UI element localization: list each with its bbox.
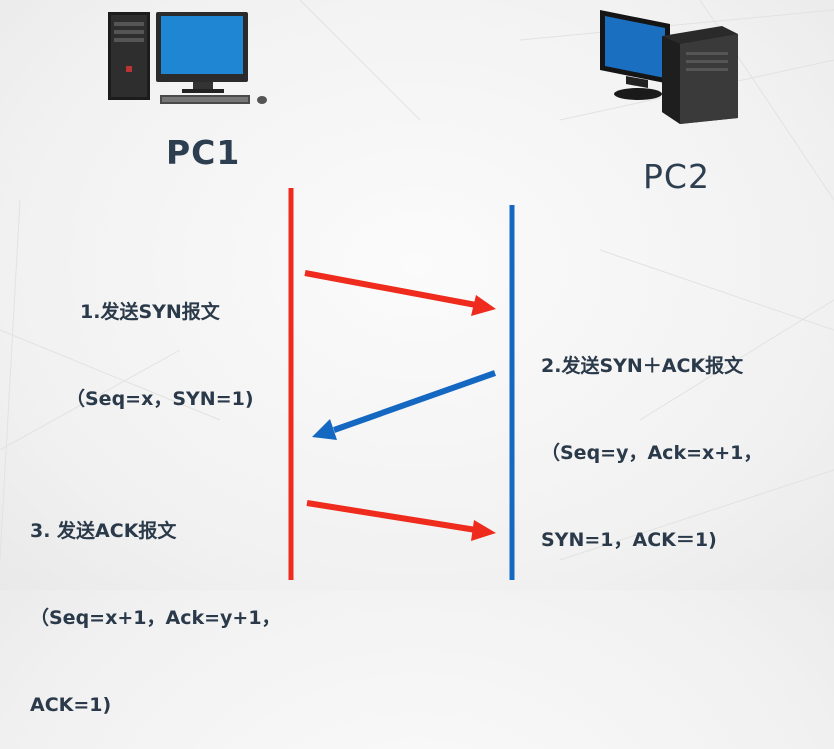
message-2-label: 2.发送SYN＋ACK报文 （Seq=y，Ack=x+1， SYN=1，ACK＝… <box>541 294 762 584</box>
message-2-line-2: （Seq=y，Ack=x+1， <box>541 442 763 464</box>
message-3-line-1: 3. 发送ACK报文 <box>30 520 177 542</box>
message-3-line-2: （Seq=x+1，Ack=y+1， <box>30 607 281 629</box>
syn-ack-arrow <box>312 370 497 440</box>
pc1-computer-icon <box>108 12 267 104</box>
pc1-label: PC1 <box>166 133 241 172</box>
message-1-label: 1.发送SYN报文 （Seq=x，SYN=1) <box>66 240 254 443</box>
message-2-line-1: 2.发送SYN＋ACK报文 <box>541 355 744 377</box>
ack-arrow <box>306 500 496 541</box>
message-1-line-1: 1.发送SYN报文 <box>80 301 220 323</box>
message-1-line-2: （Seq=x，SYN=1) <box>66 388 254 410</box>
handshake-diagram <box>288 188 515 580</box>
syn-arrow <box>304 270 496 316</box>
pc2-label: PC2 <box>643 157 710 196</box>
pc2-computer-icon <box>600 10 738 124</box>
message-2-line-3: SYN=1，ACK＝1) <box>541 529 717 551</box>
message-3-line-3: ACK=1) <box>30 694 112 716</box>
message-3-label: 3. 发送ACK报文 （Seq=x+1，Ack=y+1， ACK=1) <box>30 459 281 749</box>
